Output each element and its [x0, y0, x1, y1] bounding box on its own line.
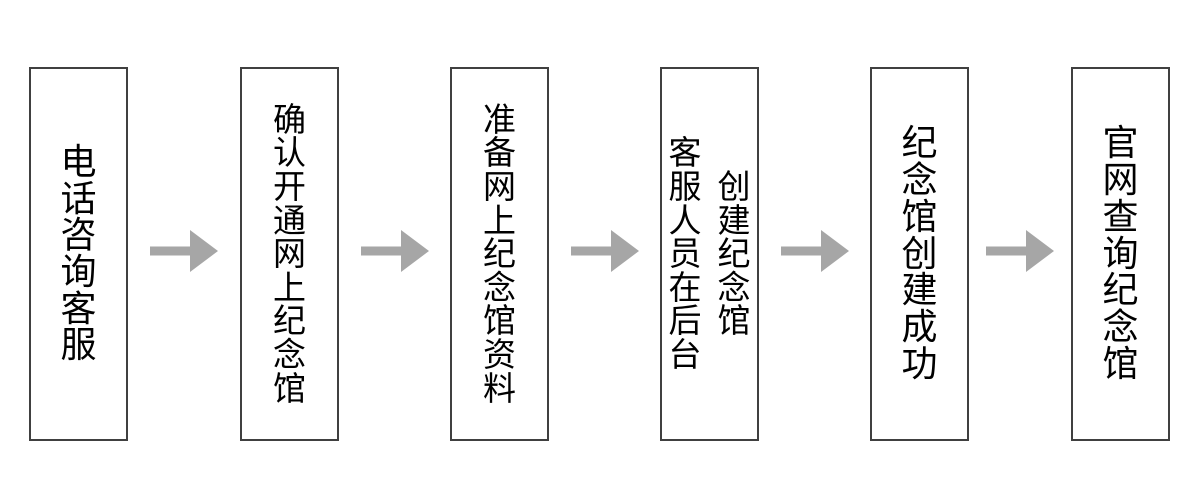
flow-step-label-line: 客服人员在后台 [668, 134, 702, 374]
flow-step-label-line: 纪念馆创建成功 [901, 122, 938, 384]
flow-step-label: 纪念馆创建成功 [902, 125, 938, 382]
flow-step-box-6: 官网查询纪念馆 [1071, 67, 1170, 441]
flow-step-box-4: 客服人员在后台创建纪念馆 [660, 67, 759, 441]
flow-step-label-line: 准备网上纪念馆资料 [483, 100, 516, 407]
flow-step-box-3: 准备网上纪念馆资料 [450, 67, 549, 441]
flow-step-label: 确认开通网上纪念馆 [273, 100, 306, 407]
flow-step-label: 电话咨询客服 [60, 140, 97, 366]
flow-step-label-line: 创建纪念馆 [717, 167, 751, 340]
flow-step-label-line: 确认开通网上纪念馆 [273, 100, 306, 407]
right-arrow-icon [986, 230, 1054, 272]
right-arrow-icon [360, 230, 429, 272]
flow-step-label-line: 官网查询纪念馆 [1102, 122, 1139, 384]
flow-step-label: 客服人员在后台创建纪念馆 [669, 136, 751, 372]
right-arrow-icon [570, 230, 639, 272]
flow-step-label-line: 电话咨询客服 [60, 140, 97, 366]
right-arrow-icon [150, 230, 218, 272]
flow-step-label: 官网查询纪念馆 [1103, 125, 1139, 382]
right-arrow-icon [780, 230, 849, 272]
flow-step-label: 准备网上纪念馆资料 [483, 100, 516, 407]
flow-step-box-5: 纪念馆创建成功 [870, 67, 969, 441]
flow-step-box-1: 电话咨询客服 [29, 67, 128, 441]
flow-step-box-2: 确认开通网上纪念馆 [240, 67, 339, 441]
